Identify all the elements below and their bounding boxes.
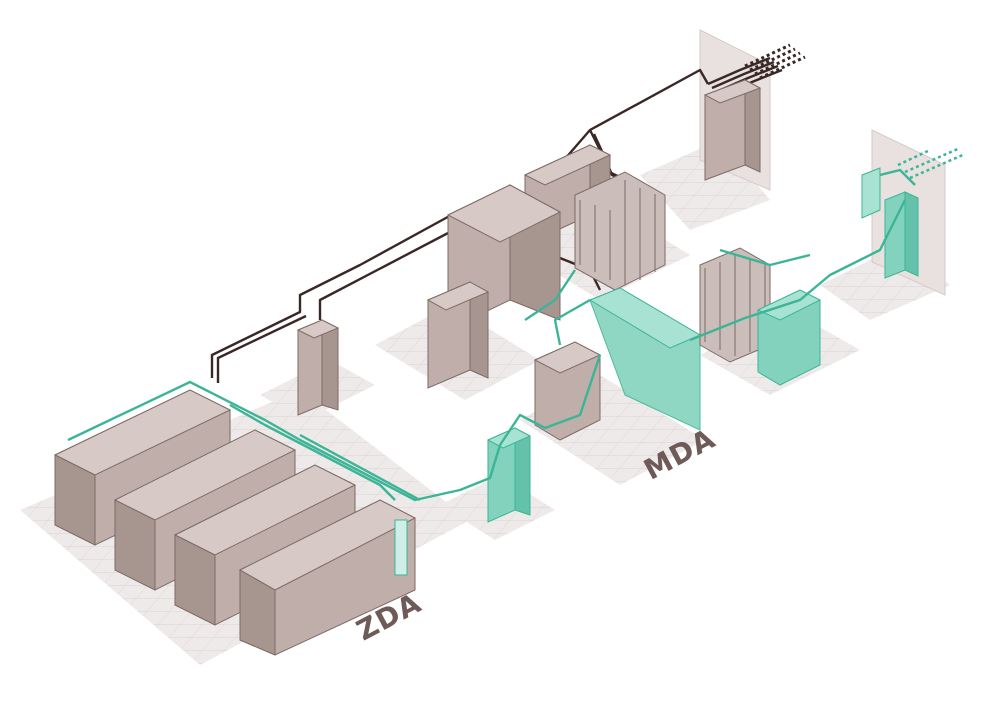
- fiber-entrance-cabinet: [861, 167, 919, 279]
- backbone-cabinet: [296, 319, 340, 416]
- zda-row-4: [238, 499, 417, 656]
- upper-racks: [523, 144, 666, 291]
- fiber-cable-bundle-icon: [897, 146, 966, 180]
- zda-row-1: [53, 389, 232, 546]
- open-rack-frame: [574, 171, 666, 291]
- zda-racks: [53, 389, 417, 656]
- eda-fiber-cabinet: [486, 427, 532, 523]
- right-room-racks: [699, 247, 822, 386]
- zda-row-2: [113, 429, 297, 591]
- mda-racks: [533, 287, 702, 441]
- copper-cable-bundle-icon: [744, 43, 806, 80]
- zda-row-3: [173, 464, 357, 626]
- hda-racks: [426, 184, 562, 389]
- fiber-cabling: [67, 168, 916, 502]
- entrance-cabinet: [703, 79, 762, 181]
